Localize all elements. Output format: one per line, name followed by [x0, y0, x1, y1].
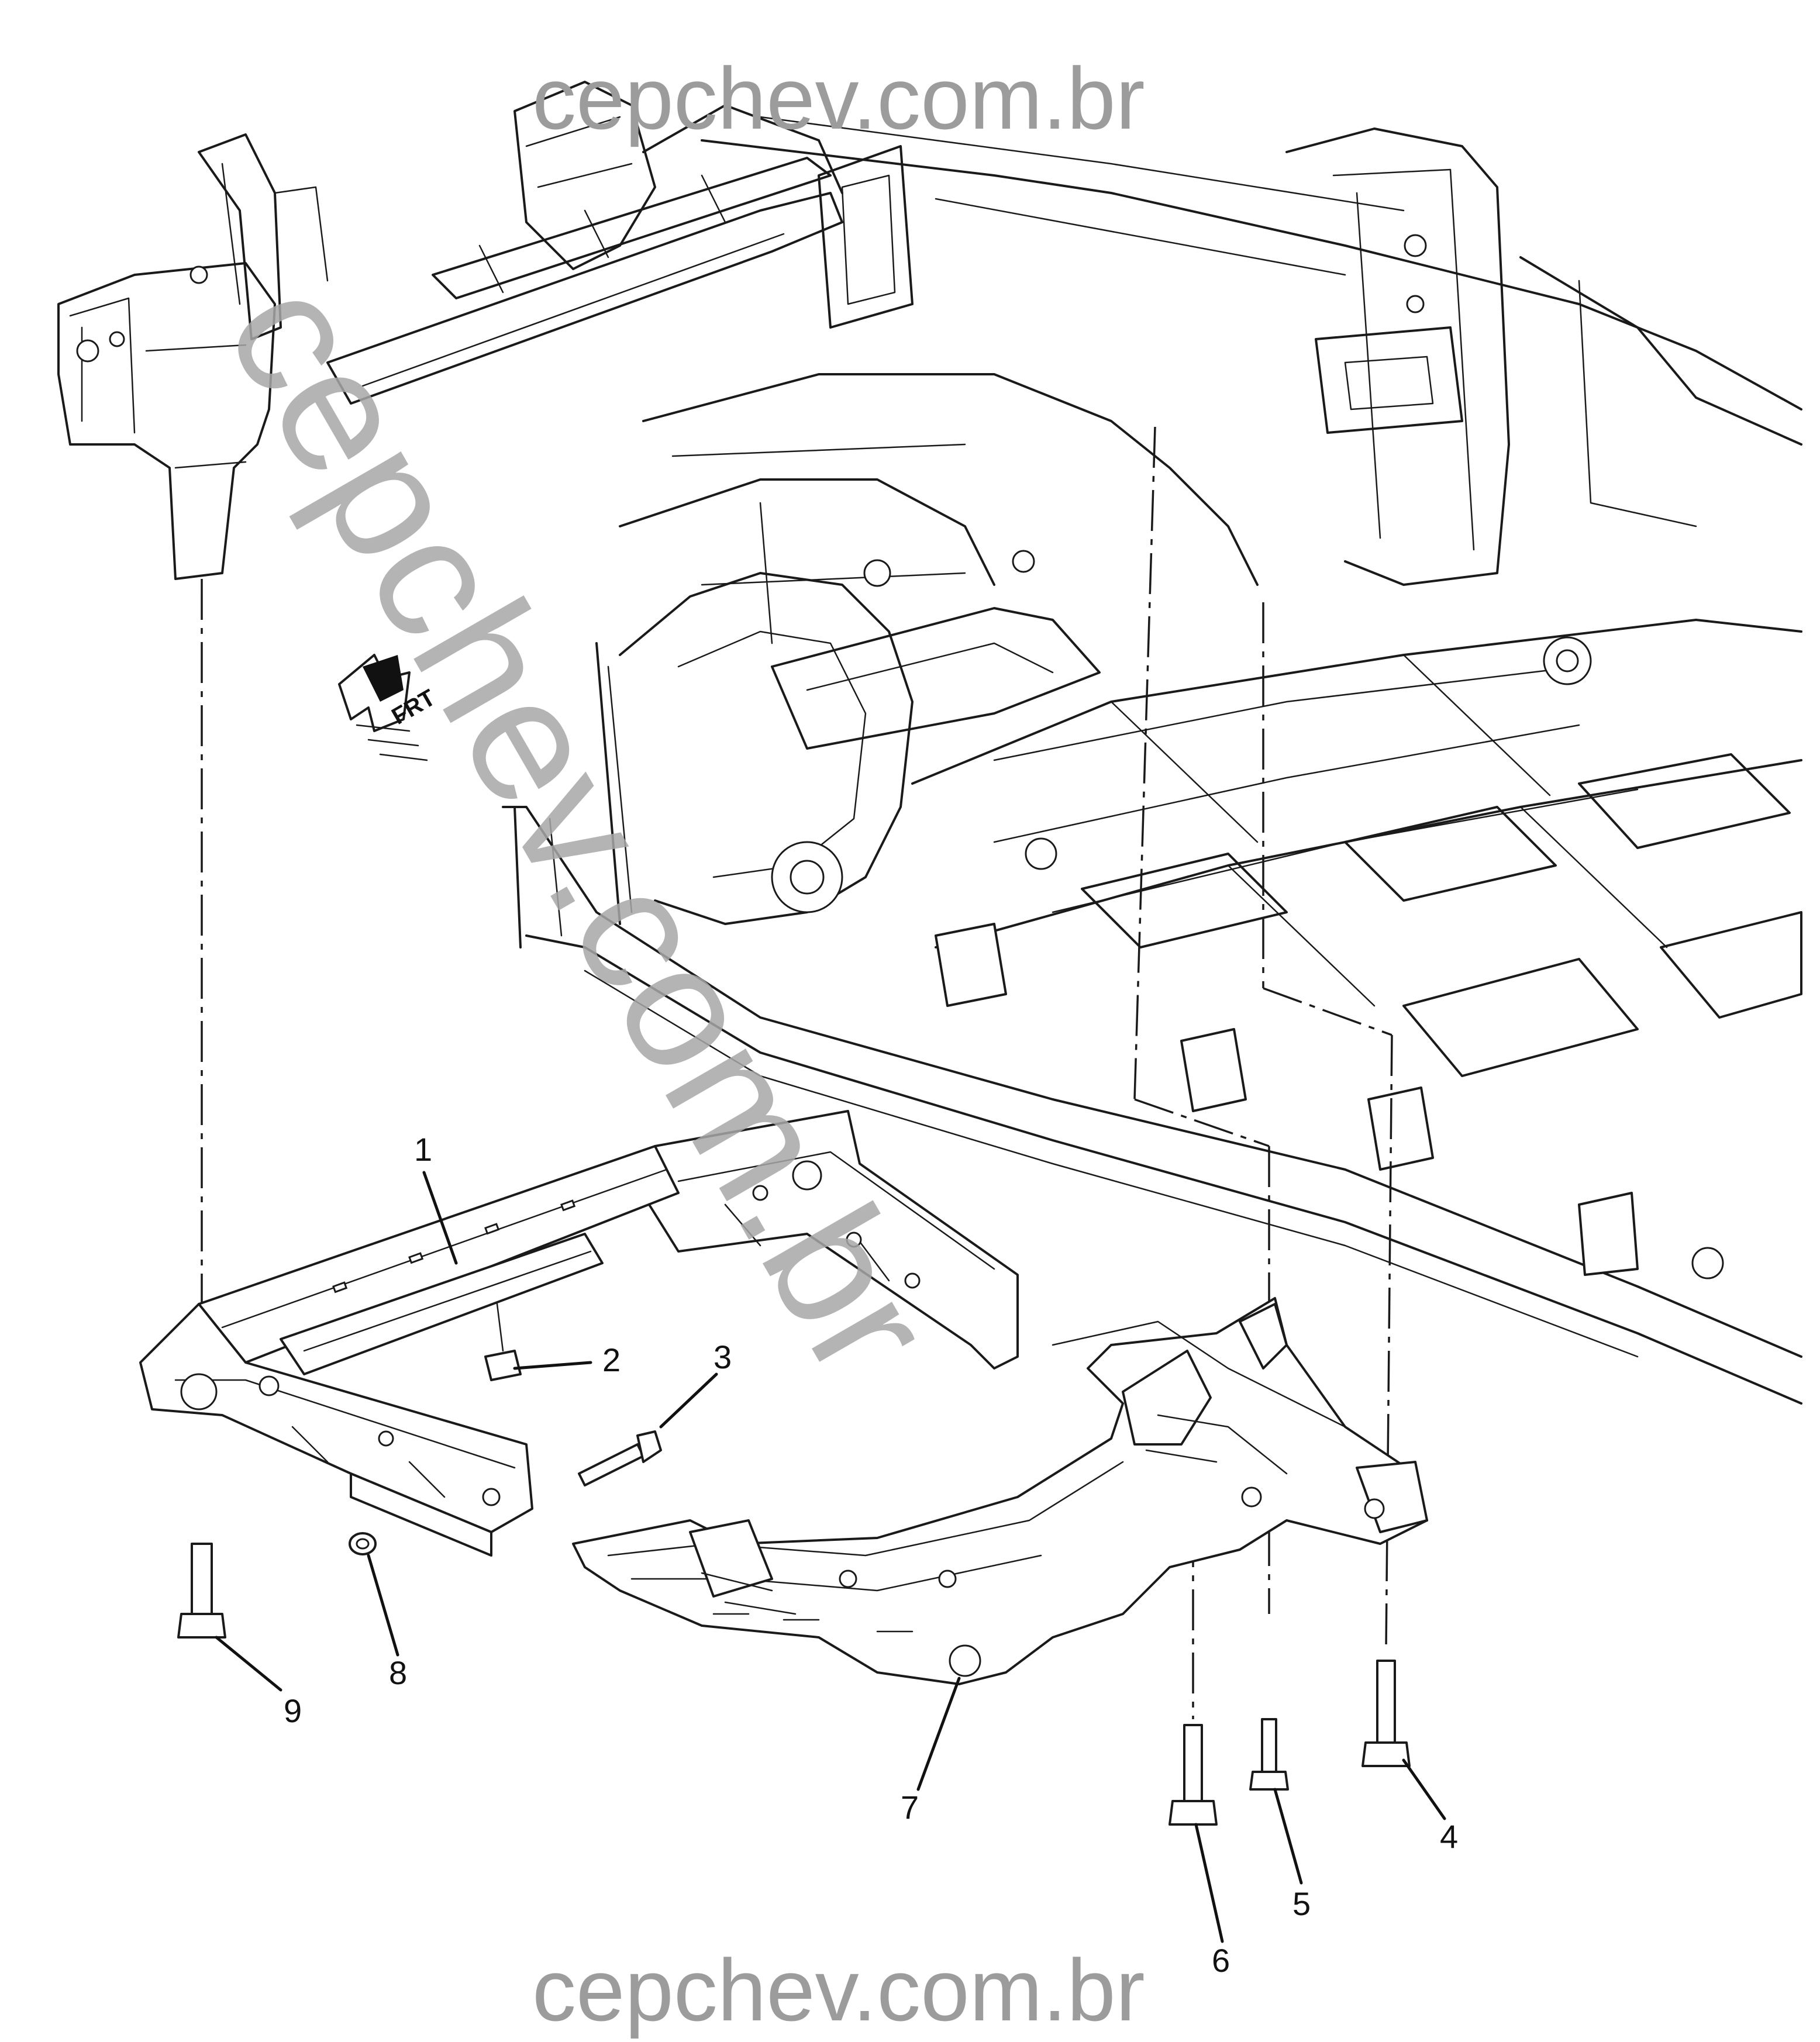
alignment-lines: [201, 426, 1393, 1719]
callout-6: 6: [1212, 1942, 1230, 1979]
bolt-subframe-middle: [1249, 1718, 1289, 1791]
callout-leaders: [215, 1171, 1446, 1943]
callout-5: 5: [1292, 1885, 1311, 1922]
clip-nut: [484, 1303, 522, 1381]
callout-2: 2: [602, 1341, 621, 1378]
bolt-subframe-front: [1168, 1724, 1218, 1826]
bolt-horizontal: [578, 1430, 662, 1486]
bolt-subframe-rear: [1361, 1660, 1411, 1767]
bolt-front: [177, 1543, 226, 1639]
front-direction-arrow-icon: FRT: [338, 654, 440, 761]
callout-1: 1: [414, 1131, 432, 1168]
callout-4: 4: [1440, 1818, 1458, 1855]
callout-8: 8: [389, 1654, 407, 1691]
callout-9: 9: [284, 1692, 302, 1729]
frame-assembly: [139, 1110, 1428, 1685]
watermark-top: cepchev.com.br: [532, 49, 1145, 147]
watermark-bottom: cepchev.com.br: [532, 1941, 1145, 2039]
callout-7: 7: [901, 1789, 919, 1826]
vehicle-body-underbody: [57, 81, 1802, 1405]
washer-bushing: [349, 1532, 377, 1555]
callout-numbers: 1 2 3 4 5 6 7 8 9: [284, 1131, 1458, 1979]
watermark-diagonal: cepchev.com.br: [189, 248, 973, 1408]
callout-3: 3: [713, 1339, 732, 1375]
